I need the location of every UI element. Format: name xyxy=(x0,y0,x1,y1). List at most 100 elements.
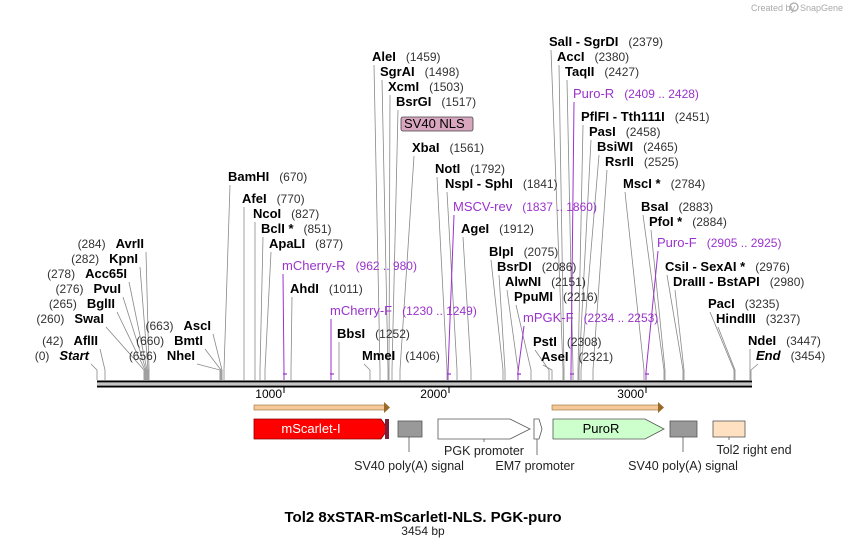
feature-sv40-polya-1-label: SV40 poly(A) signal xyxy=(354,459,464,473)
site-ncoi[interactable]: NcoI(827) xyxy=(253,206,319,221)
site-position: (1503) xyxy=(429,80,464,94)
svg-text:(282)KpnI: (282)KpnI xyxy=(71,251,138,266)
site-bsiwi[interactable]: BsiWI(2465) xyxy=(597,139,678,154)
site-hindiii[interactable]: HindIII(3237) xyxy=(716,311,800,326)
svg-text:MmeI(1406): MmeI(1406) xyxy=(362,348,440,363)
site-asci[interactable]: (663)AscI xyxy=(146,318,211,333)
site-bbsi[interactable]: BbsI(1252) xyxy=(337,326,410,341)
site-ndei[interactable]: NdeI(3447) xyxy=(748,333,821,348)
site-afei[interactable]: AfeI(770) xyxy=(242,191,305,206)
primer-puro-f[interactable]: Puro-F(2905 .. 2925) xyxy=(657,235,781,250)
site-agei[interactable]: AgeI(1912) xyxy=(461,221,534,236)
site-name: AhdI xyxy=(290,281,319,296)
site-msci[interactable]: MscI *(2784) xyxy=(623,176,705,191)
site-nspi-sphi[interactable]: NspI - SphI(1841) xyxy=(445,176,558,191)
site-asei[interactable]: AseI(2321) xyxy=(541,349,613,364)
feature-mscarlet[interactable]: mScarlet-I xyxy=(253,418,389,440)
site-leader-ppumi xyxy=(515,304,532,380)
site-rsrii[interactable]: RsrII(2525) xyxy=(605,154,679,169)
site-bcli[interactable]: BclI *(851) xyxy=(261,221,332,236)
site-avrii[interactable]: (284)AvrII xyxy=(78,236,144,251)
feature-sv40-polya-1[interactable] xyxy=(397,420,423,452)
site-alwni[interactable]: AlwNI(2151) xyxy=(505,274,586,289)
site-xbai[interactable]: XbaI(1561) xyxy=(412,140,484,155)
site-name: AccI xyxy=(557,49,584,64)
svg-text:BsrDI(2086): BsrDI(2086) xyxy=(497,259,576,274)
site-leader-pasi xyxy=(578,139,592,380)
feature-puror[interactable]: PuroR xyxy=(552,418,665,440)
site-name: NdeI xyxy=(748,333,776,348)
site-position: (260) xyxy=(36,312,64,326)
site-leader-ahdi xyxy=(290,296,293,380)
site-swai[interactable]: (260)SwaI xyxy=(36,311,104,326)
primer-mscv-rev[interactable]: MSCV-rev(1837 .. 1860) xyxy=(453,199,597,214)
site-position: (660) xyxy=(136,334,164,348)
site-name: PfoI * xyxy=(649,214,683,229)
site-xcmi[interactable]: XcmI (1503) xyxy=(388,79,464,94)
site-position: (2784) xyxy=(671,177,706,191)
site-name: XcmI xyxy=(388,79,419,94)
feature-tol2-right-end[interactable] xyxy=(712,420,746,440)
site-blpi[interactable]: BlpI(2075) xyxy=(489,244,558,259)
primer-name: mCherry-R xyxy=(282,258,346,273)
site-csii-sexai[interactable]: CsiI - SexAI *(2976) xyxy=(665,259,790,274)
site-alei[interactable]: AleI(1459) xyxy=(372,49,441,64)
tick-label: 1000 xyxy=(255,387,282,401)
svg-text:BamHI(670): BamHI(670) xyxy=(228,169,307,184)
site-position: (2379) xyxy=(628,35,663,49)
orf-puror xyxy=(551,402,664,413)
site-name: End xyxy=(756,348,782,363)
site-pflfi-tth111i[interactable]: PflFI - Tth111I(2451) xyxy=(581,109,709,124)
site-position: (2884) xyxy=(692,215,727,229)
site-bamhi[interactable]: BamHI(670) xyxy=(228,169,307,184)
site-pasi[interactable]: PasI(2458) xyxy=(589,124,660,139)
site-draiii-bstapi[interactable]: DraIII - BstAPI(2980) xyxy=(673,274,804,289)
site-position: (2308) xyxy=(567,335,602,349)
site-acc65i[interactable]: (278)Acc65I xyxy=(47,266,127,281)
site-ahdi[interactable]: AhdI(1011) xyxy=(290,281,363,296)
site-ppumi[interactable]: PpuMI(2216) xyxy=(514,289,598,304)
primer-mcherry-f[interactable]: mCherry-F(1230 .. 1249) xyxy=(330,303,477,318)
site-leader-apali xyxy=(264,251,272,380)
site-bglii[interactable]: (265)BglII xyxy=(49,296,115,311)
site-bsai[interactable]: BsaI(2883) xyxy=(641,199,713,214)
primer-puro-r[interactable]: Puro-R(2409 .. 2428) xyxy=(573,86,699,101)
site-kpni[interactable]: (282)KpnI xyxy=(71,251,138,266)
feature-em7-promoter[interactable] xyxy=(533,418,543,455)
feature-pgk-promoter[interactable] xyxy=(437,418,531,442)
site-start[interactable]: (0)Start xyxy=(35,348,90,363)
site-position: (877) xyxy=(315,237,343,251)
site-aflii[interactable]: (42)AflII xyxy=(42,333,98,348)
site-end[interactable]: End(3454) xyxy=(756,348,825,363)
site-apali[interactable]: ApaLI(877) xyxy=(269,236,343,251)
site-bsrgi[interactable]: BsrGI(1517) xyxy=(396,94,476,109)
site-leader-draiii-bstapi xyxy=(674,289,685,380)
site-sgrai[interactable]: SgrAI(1498) xyxy=(380,64,459,79)
site-leader-bmti xyxy=(204,348,222,380)
site-pfoi[interactable]: PfoI * (2884) xyxy=(649,214,727,229)
site-pvui[interactable]: (276)PvuI xyxy=(56,281,121,296)
primer-mcherry-r[interactable]: mCherry-R(962 .. 980) xyxy=(282,258,417,273)
feature-sv40-nls[interactable]: SV40 NLS xyxy=(400,116,474,132)
site-position: (851) xyxy=(304,222,332,236)
site-taqii[interactable]: TaqII(2427) xyxy=(565,64,639,79)
site-psti[interactable]: PstI(2308) xyxy=(533,334,602,349)
site-bmti[interactable]: (660)BmtI xyxy=(136,333,203,348)
site-name: RsrII xyxy=(605,154,634,169)
site-paci[interactable]: PacI(3235) xyxy=(708,296,779,311)
site-noti[interactable]: NotI(1792) xyxy=(435,161,505,176)
site-mmei[interactable]: MmeI(1406) xyxy=(362,348,440,363)
site-sali-sgrdi[interactable]: SalI - SgrDI(2379) xyxy=(549,34,663,49)
site-name: Start xyxy=(59,348,89,363)
site-nhei[interactable]: (656)NheI xyxy=(129,348,195,363)
restriction-site-labels: (0)Start(42)AflII (260)SwaI(265)BglII(276… xyxy=(35,34,826,364)
site-bsrdi[interactable]: BsrDI(2086) xyxy=(497,259,576,274)
site-leader-bsrdi xyxy=(498,274,506,380)
site-name: AseI xyxy=(541,349,568,364)
site-leader-hindiii xyxy=(717,326,736,380)
site-name: HindIII xyxy=(716,311,756,326)
site-acci[interactable]: AccI(2380) xyxy=(557,49,629,64)
feature-sv40-polya-2[interactable] xyxy=(669,420,698,452)
primer-mpgk-f[interactable]: mPGK-F(2234 .. 2253) xyxy=(523,310,658,325)
